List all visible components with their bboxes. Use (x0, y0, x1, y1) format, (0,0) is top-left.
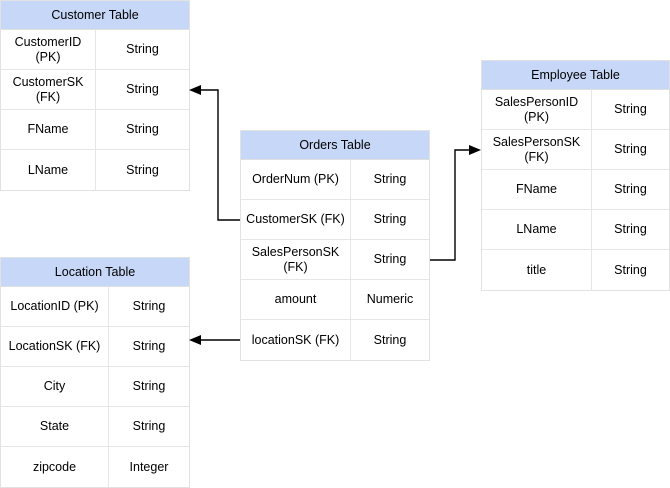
field-type: String (373, 252, 407, 267)
table-row[interactable]: State String (1, 407, 189, 447)
entity-table-location[interactable]: Location Table LocationID (PK) String Lo… (0, 257, 190, 488)
arrowhead-left-icon (189, 85, 201, 95)
table-row[interactable]: SalesPersonSK (FK) String (482, 130, 669, 170)
field-type: String (126, 162, 159, 177)
table-row[interactable]: SalesPersonID (PK) String (482, 90, 669, 130)
field-type: String (126, 82, 159, 97)
field-type: Integer (129, 459, 169, 474)
field-type: String (126, 42, 159, 57)
table-row[interactable]: FName String (482, 170, 669, 210)
field-name: LocationSK (FK) (1, 327, 109, 366)
table-row[interactable]: title String (482, 250, 669, 290)
field-type: String (614, 142, 647, 157)
table-row[interactable]: amount Numeric (241, 280, 429, 320)
field-name: SalesPersonID (PK) (482, 90, 592, 129)
entity-rows-employee: SalesPersonID (PK) String SalesPersonSK … (482, 90, 669, 290)
field-name: FName (482, 170, 592, 209)
field-name: SalesPersonSK (FK) (241, 240, 351, 279)
connector-orders-to-location (189, 335, 240, 345)
field-type: Numeric (366, 292, 414, 307)
field-name: amount (241, 280, 351, 319)
entity-rows-orders: OrderNum (PK) String CustomerSK (FK) Str… (241, 160, 429, 360)
field-type: String (373, 332, 407, 347)
field-type: String (614, 262, 647, 277)
field-name: OrderNum (PK) (241, 160, 351, 199)
entity-title-orders: Orders Table (241, 131, 429, 160)
table-row[interactable]: zipcode Integer (1, 447, 189, 487)
field-name: LName (1, 150, 96, 190)
table-row[interactable]: LocationSK (FK) String (1, 327, 189, 367)
entity-table-employee[interactable]: Employee Table SalesPersonID (PK) String… (481, 60, 670, 291)
field-name: LocationID (PK) (1, 287, 109, 326)
field-name: CustomerSK (FK) (241, 200, 351, 239)
field-type: String (373, 212, 407, 227)
table-row[interactable]: OrderNum (PK) String (241, 160, 429, 200)
entity-table-customer[interactable]: Customer Table CustomerID (PK) String Cu… (0, 0, 190, 191)
table-row[interactable]: LName String (1, 150, 189, 190)
entity-table-orders[interactable]: Orders Table OrderNum (PK) String Custom… (240, 130, 430, 361)
field-name: LName (482, 210, 592, 249)
connector-orders-to-employee (430, 145, 481, 261)
field-type: String (126, 122, 159, 137)
table-row[interactable]: LocationID (PK) String (1, 287, 189, 327)
table-row[interactable]: FName String (1, 110, 189, 150)
connector-orders-to-customer (189, 85, 240, 221)
table-row[interactable]: City String (1, 367, 189, 407)
field-name: State (1, 407, 109, 446)
entity-rows-location: LocationID (PK) String LocationSK (FK) S… (1, 287, 189, 487)
field-type: String (132, 339, 166, 354)
field-type: String (132, 419, 166, 434)
field-type: String (132, 299, 166, 314)
entity-rows-customer: CustomerID (PK) String CustomerSK (FK) S… (1, 30, 189, 190)
table-row[interactable]: LName String (482, 210, 669, 250)
field-type: String (373, 172, 407, 187)
entity-title-location: Location Table (1, 258, 189, 287)
field-name: title (482, 250, 592, 290)
field-name: zipcode (1, 447, 109, 487)
entity-title-employee: Employee Table (482, 61, 669, 90)
entity-title-customer: Customer Table (1, 1, 189, 30)
arrowhead-left-icon (189, 335, 201, 345)
table-row[interactable]: locationSK (FK) String (241, 320, 429, 360)
field-name: FName (1, 110, 96, 149)
field-name: CustomerSK (FK) (1, 70, 96, 109)
field-name: City (1, 367, 109, 406)
table-row[interactable]: CustomerSK (FK) String (241, 200, 429, 240)
field-name: SalesPersonSK (FK) (482, 130, 592, 169)
table-row[interactable]: SalesPersonSK (FK) String (241, 240, 429, 280)
field-name: CustomerID (PK) (1, 30, 96, 69)
table-row[interactable]: CustomerID (PK) String (1, 30, 189, 70)
field-type: String (614, 222, 647, 237)
arrowhead-right-icon (469, 145, 481, 155)
field-type: String (614, 182, 647, 197)
field-type: String (132, 379, 166, 394)
field-name: locationSK (FK) (241, 320, 351, 360)
field-type: String (614, 102, 647, 117)
table-row[interactable]: CustomerSK (FK) String (1, 70, 189, 110)
